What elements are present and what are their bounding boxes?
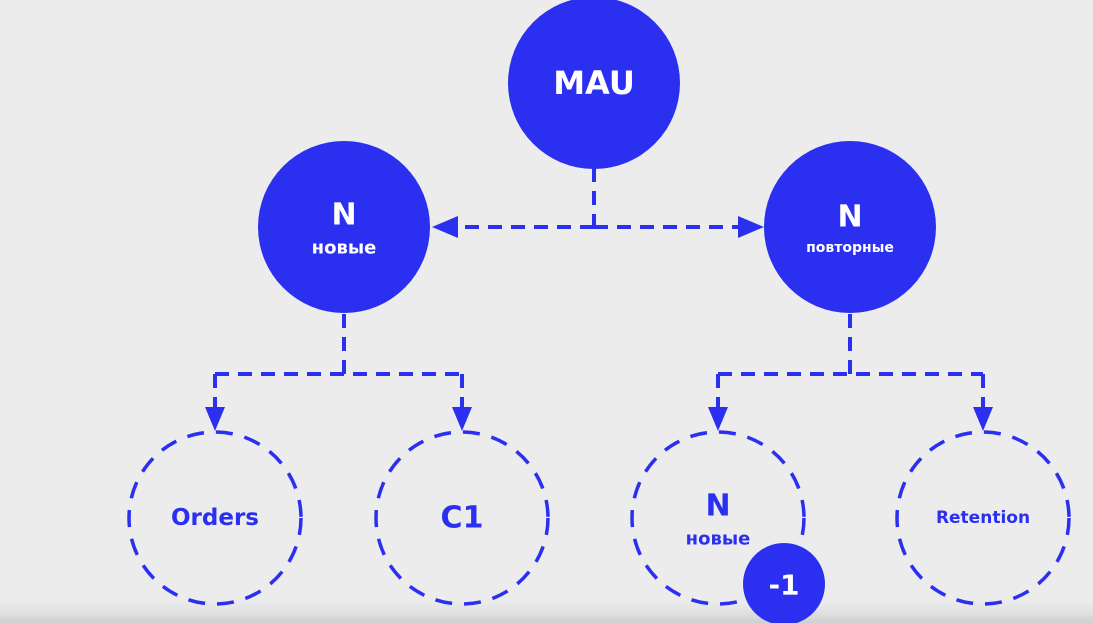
node-retention-circle [895, 430, 1071, 606]
node-new-prev: N новые [630, 430, 806, 606]
node-repeat-label: N [837, 200, 862, 235]
node-orders-label: Orders [171, 505, 259, 531]
badge-minus-one-label: -1 [768, 569, 799, 602]
node-new-prev-label: N [705, 489, 730, 524]
node-c1: C1 [374, 430, 550, 606]
node-orders: Orders [127, 430, 303, 606]
badge-minus-one: -1 [743, 543, 825, 623]
arrow-to-retention [973, 407, 993, 431]
node-mau-circle [508, 0, 680, 169]
node-orders-circle [127, 430, 303, 606]
node-new: N новые [258, 141, 430, 313]
node-repeat-circle [764, 141, 936, 313]
node-new-circle [258, 141, 430, 313]
arrow-to-orders [205, 407, 225, 431]
node-c1-circle [374, 430, 550, 606]
node-repeat: N повторные [764, 141, 936, 313]
node-new-label: N [331, 198, 356, 233]
node-mau-label: MAU [553, 64, 635, 102]
node-new-prev-circle [630, 430, 806, 606]
node-retention: Retention [895, 430, 1071, 606]
arrow-to-new-prev [708, 407, 728, 431]
arrow-to-c1 [452, 407, 472, 431]
arrow-to-repeat [738, 216, 764, 238]
node-new-prev-sublabel: новые [686, 529, 751, 550]
node-mau: MAU [508, 0, 680, 169]
arrow-to-new [432, 216, 458, 238]
node-new-sublabel: новые [312, 238, 377, 259]
node-retention-label: Retention [936, 508, 1030, 528]
node-repeat-sublabel: повторные [806, 240, 894, 256]
node-c1-label: C1 [441, 501, 484, 536]
badge-minus-one-circle [743, 543, 825, 623]
